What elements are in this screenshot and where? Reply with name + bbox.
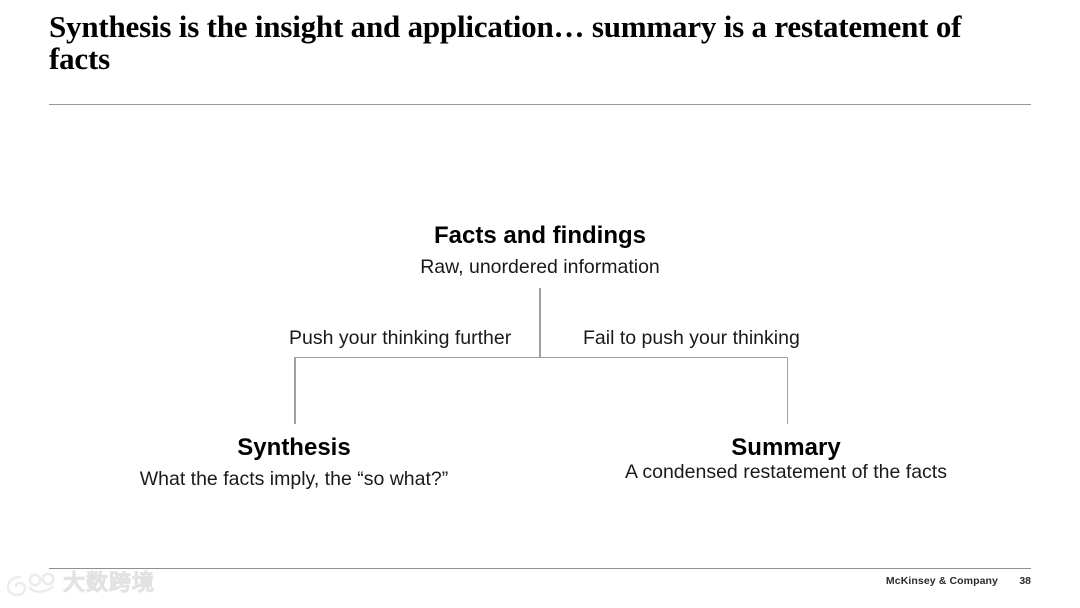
connector-crossbar (294, 356, 788, 358)
branch-label-left: Push your thinking further (289, 327, 512, 349)
header-divider (49, 104, 1031, 105)
connector-stem (539, 288, 541, 358)
leaf-node-summary-title: Summary (731, 434, 841, 461)
watermark-logo-icon (6, 572, 55, 597)
root-node-title: Facts and findings (433, 222, 646, 249)
page-title: Synthesis is the insight and application… (49, 9, 962, 76)
watermark-text: 大数跨境 (63, 571, 156, 597)
root-node-subtitle: Raw, unordered information (420, 256, 660, 278)
connector-leg-right (786, 357, 788, 424)
connector-leg-left (294, 357, 296, 424)
leaf-node-summary-subtitle: A condensed restatement of the facts (625, 461, 947, 483)
footer-brand-label: McKinsey & Company (885, 575, 998, 587)
watermark: 大数跨境 (6, 570, 155, 598)
leaf-node-synthesis-title: Synthesis (237, 434, 351, 461)
branch-label-right: Fail to push your thinking (583, 327, 800, 349)
leaf-node-synthesis-subtitle: What the facts imply, the “so what?” (139, 468, 449, 490)
footer-divider (49, 568, 1031, 569)
page-number: 38 (1019, 575, 1031, 587)
